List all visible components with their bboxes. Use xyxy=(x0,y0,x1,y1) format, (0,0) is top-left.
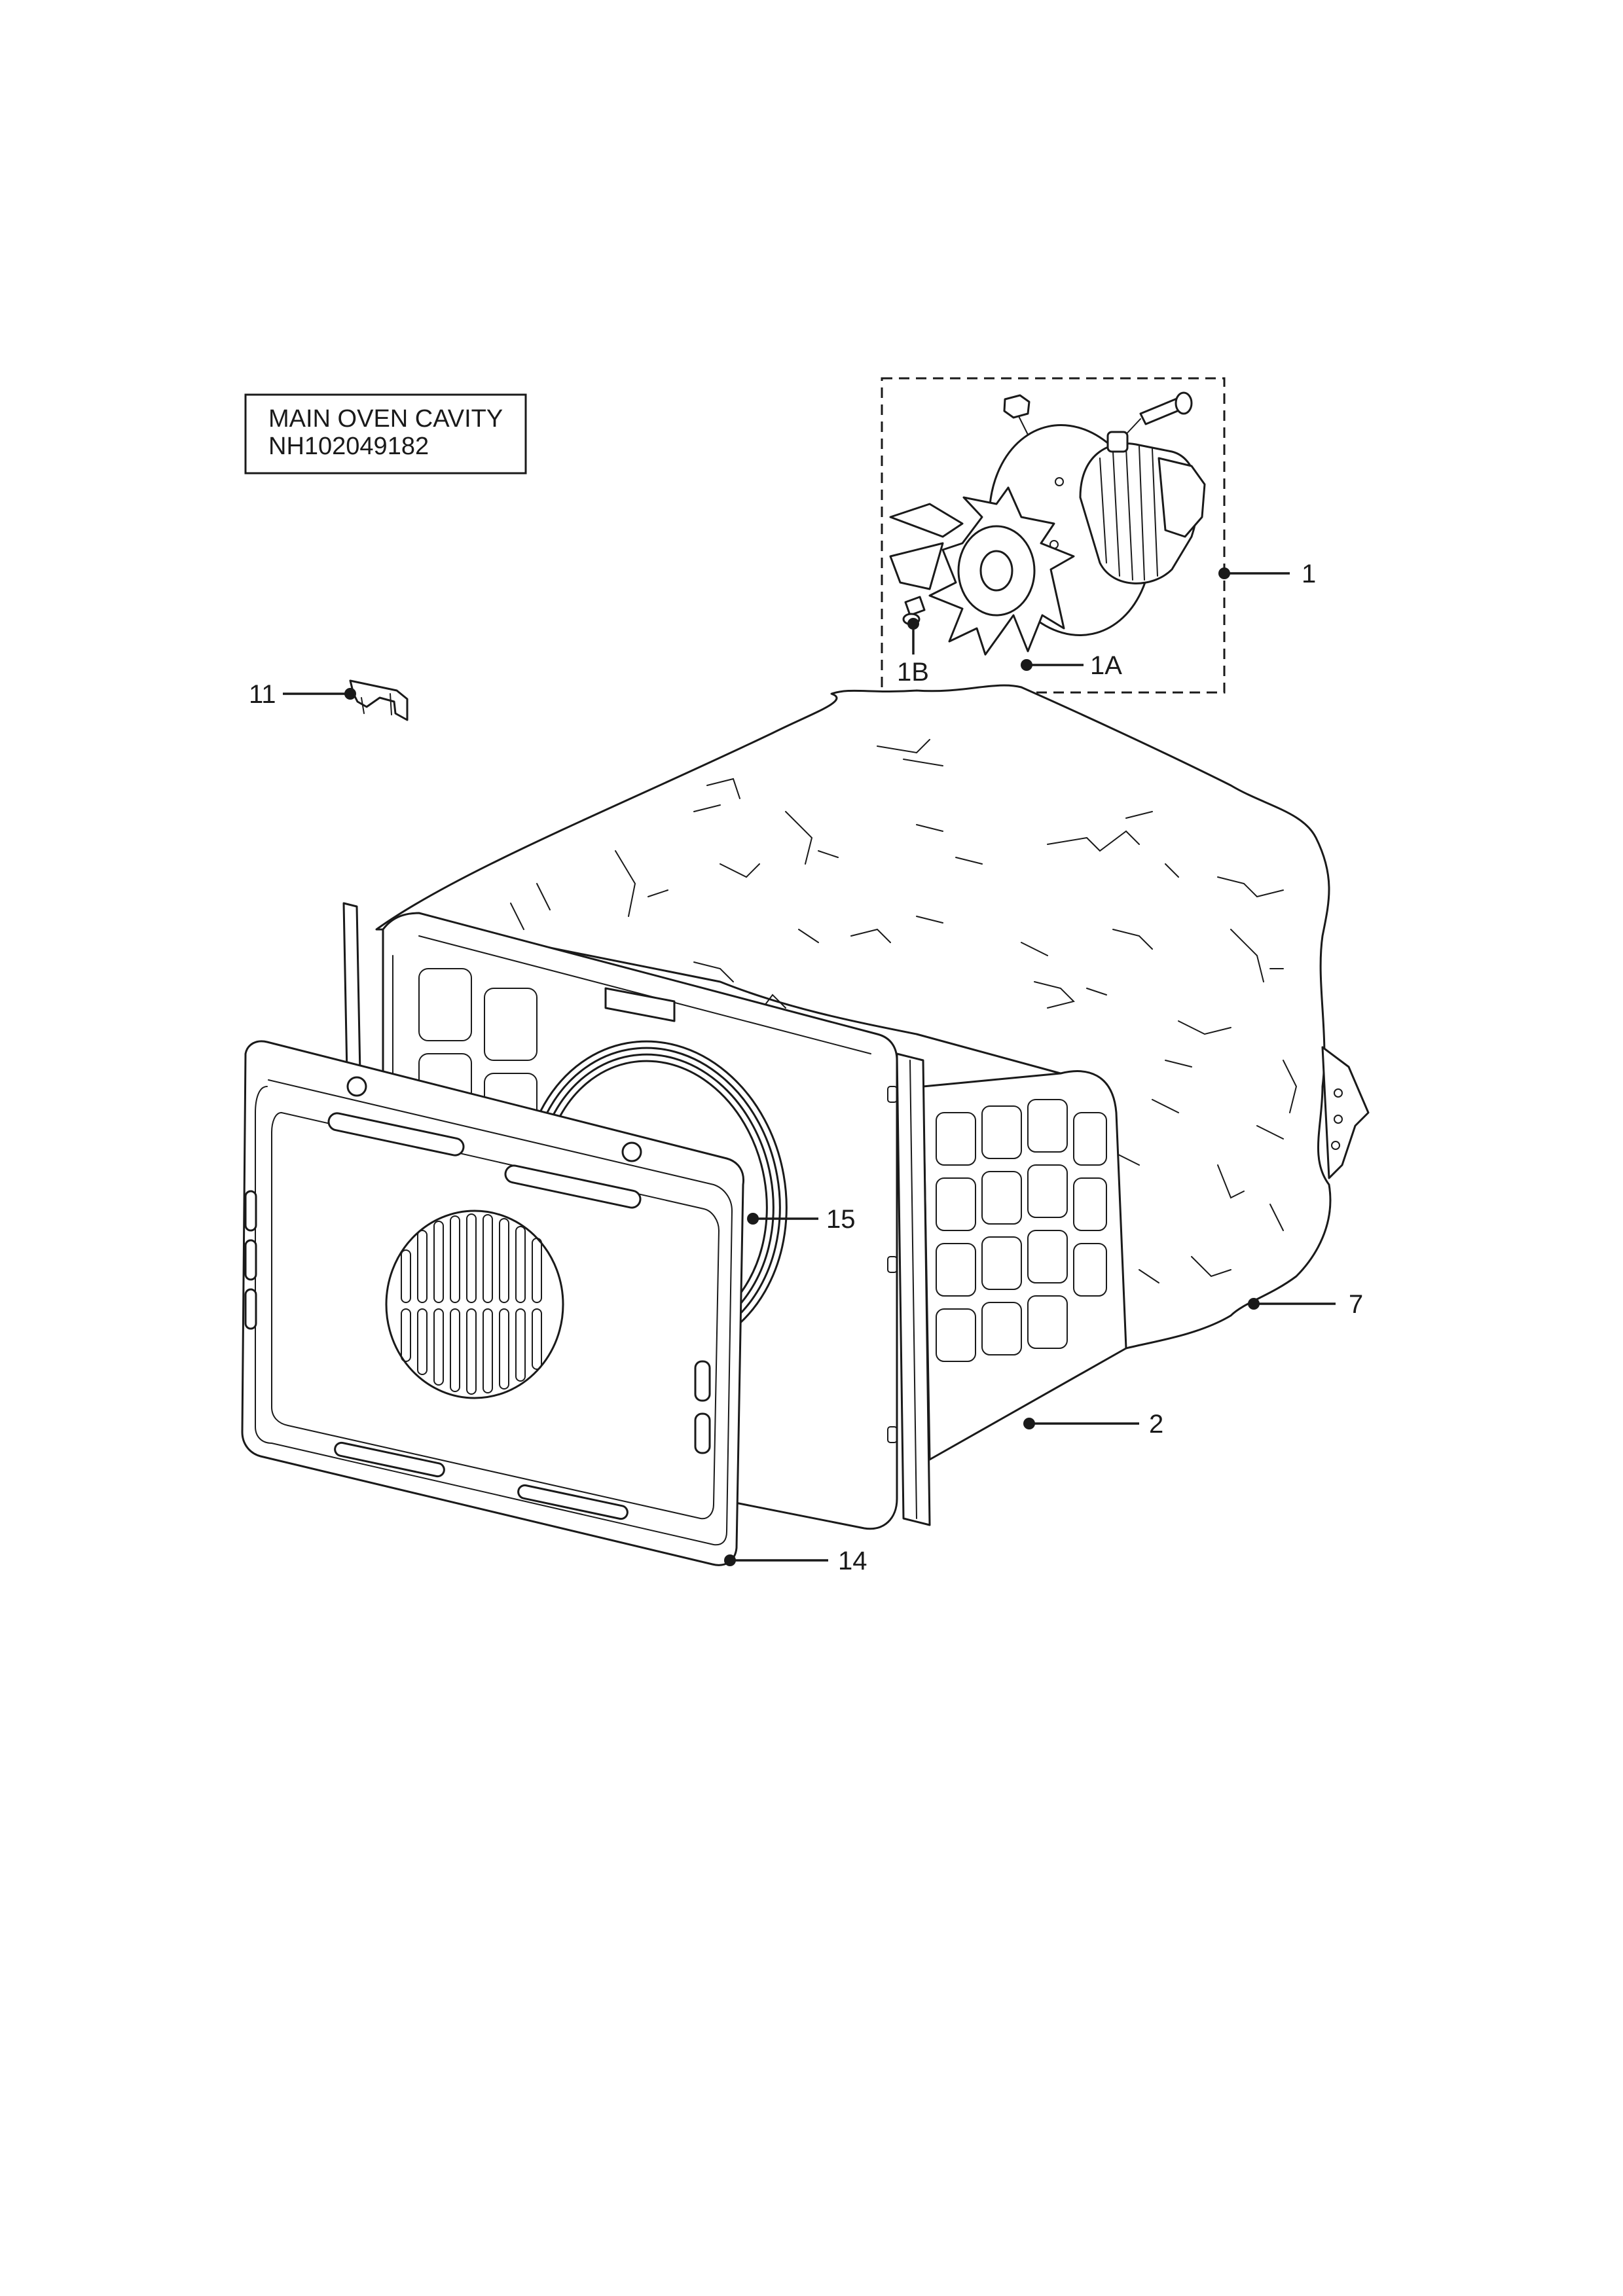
callout-15: 15 xyxy=(747,1205,856,1234)
label-11: 11 xyxy=(249,680,276,709)
label-1: 1 xyxy=(1302,560,1316,588)
fan-guard-grille xyxy=(385,1210,564,1399)
rear-mounting-bracket xyxy=(1321,1046,1370,1179)
fan-blade xyxy=(889,486,1075,656)
label-14: 14 xyxy=(838,1547,867,1575)
bracket xyxy=(349,679,409,721)
label-15: 15 xyxy=(826,1205,856,1234)
callout-1A: 1A xyxy=(1021,651,1122,680)
assembly-dashed-boundary xyxy=(881,377,1226,694)
callout-1B: 1B xyxy=(897,618,929,687)
title-line-2: NH102049182 xyxy=(268,433,429,460)
label-1A: 1A xyxy=(1090,651,1122,680)
label-7: 7 xyxy=(1349,1290,1363,1319)
right-side-rail xyxy=(887,1052,931,1526)
callout-1: 1 xyxy=(1218,560,1316,588)
back-panel xyxy=(241,1040,745,1566)
callout-7: 7 xyxy=(1248,1290,1363,1319)
left-side-rail xyxy=(342,902,361,1075)
label-1B: 1B xyxy=(897,658,929,687)
title-line-1: MAIN OVEN CAVITY xyxy=(268,405,503,433)
fan-motor-assembly xyxy=(881,377,1226,694)
fan-motor-body xyxy=(1079,431,1206,584)
callout-14: 14 xyxy=(724,1547,867,1575)
callout-2: 2 xyxy=(1023,1410,1163,1439)
label-2: 2 xyxy=(1149,1410,1163,1439)
title-box: MAIN OVEN CAVITY NH102049182 xyxy=(244,393,527,475)
callout-11: 11 xyxy=(249,680,356,709)
motor-screw xyxy=(1120,391,1193,440)
